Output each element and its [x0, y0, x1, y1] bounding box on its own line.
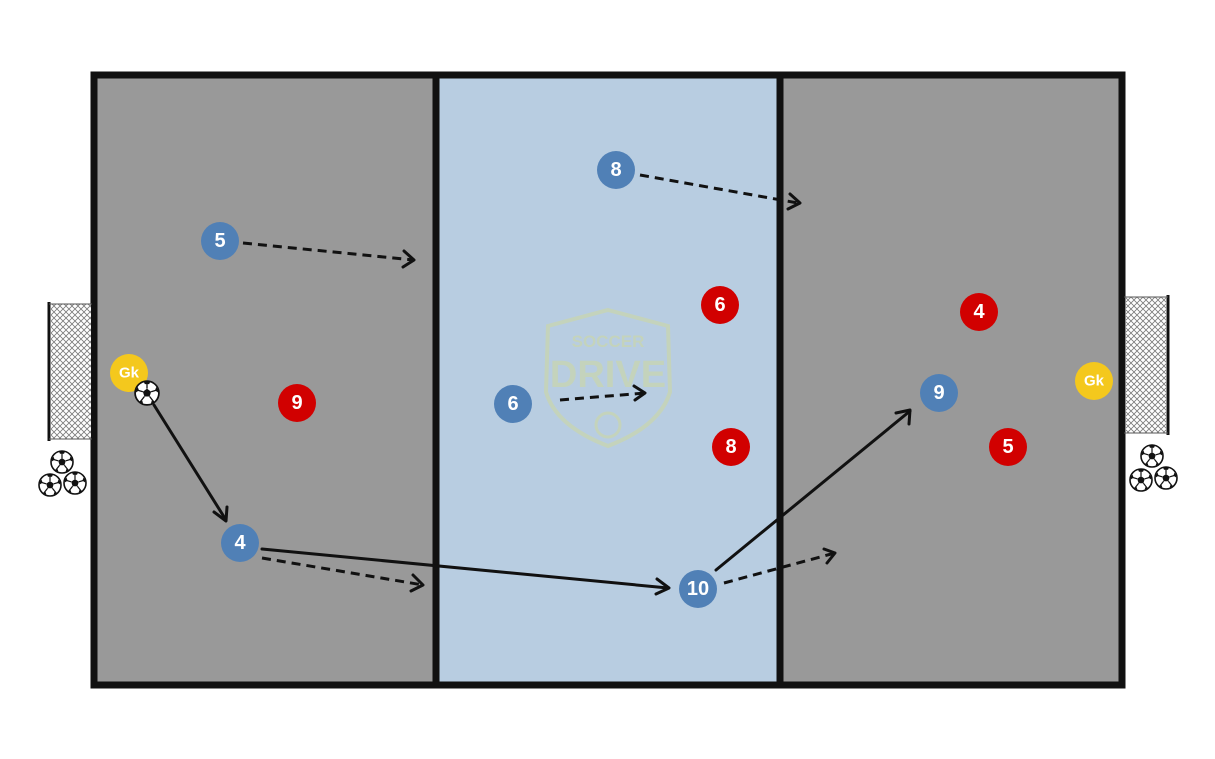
goalkeeper-left: Gk	[110, 354, 148, 392]
red-player-9-label: 9	[291, 392, 302, 414]
blue-player-4-label: 4	[234, 532, 246, 554]
run-arrows	[242, 173, 836, 587]
blue-player-8-label: 8	[610, 159, 621, 181]
run-arrow-blue-10	[723, 551, 836, 585]
soccer-drive-watermark: SOCCER DRIVE	[543, 307, 673, 449]
red-player-4: 4	[960, 293, 998, 331]
blue-player-5: 5	[201, 222, 239, 260]
run-arrowheads	[401, 192, 837, 593]
blue-player-8: 8	[597, 151, 635, 189]
watermark-main-text: DRIVE	[550, 354, 666, 396]
blue-player-4: 4	[221, 524, 259, 562]
blue-player-10: 10	[679, 570, 717, 608]
run-arrow-blue-5	[242, 241, 415, 262]
soccer-ball-icon	[134, 380, 160, 406]
red-player-6-label: 6	[714, 294, 725, 316]
red-player-5-label: 5	[1002, 436, 1013, 458]
watermark-top-text: SOCCER	[572, 332, 645, 351]
ball-supply-right	[1129, 444, 1178, 492]
right-goal	[1124, 295, 1170, 435]
pass-arrow-10-to-9	[714, 409, 912, 572]
red-player-6: 6	[701, 286, 739, 324]
pass-arrow-4-to-10	[260, 547, 670, 590]
goalkeeper-right-label: Gk	[1084, 373, 1105, 390]
pass-arrows	[152, 403, 912, 596]
field-border	[90, 71, 1126, 689]
blue-player-5-label: 5	[214, 230, 225, 252]
left-goal	[47, 302, 92, 441]
red-player-8: 8	[712, 428, 750, 466]
goalkeeper-left-label: Gk	[119, 365, 140, 382]
pass-arrow-gk-to-4	[152, 403, 228, 522]
goalkeeper-right: Gk	[1075, 362, 1113, 400]
blue-player-10-label: 10	[687, 578, 709, 600]
run-arrow-blue-4	[261, 556, 424, 587]
red-player-9: 9	[278, 384, 316, 422]
red-player-5: 5	[989, 428, 1027, 466]
red-player-4-label: 4	[973, 301, 985, 323]
ball-supply-left	[38, 450, 87, 497]
blue-player-6-label: 6	[507, 393, 518, 415]
red-player-8-label: 8	[725, 436, 736, 458]
left-zone	[94, 75, 436, 685]
blue-player-6: 6	[494, 385, 532, 423]
run-arrow-blue-8	[639, 173, 799, 205]
blue-player-9-label: 9	[933, 382, 944, 404]
blue-player-9: 9	[920, 374, 958, 412]
